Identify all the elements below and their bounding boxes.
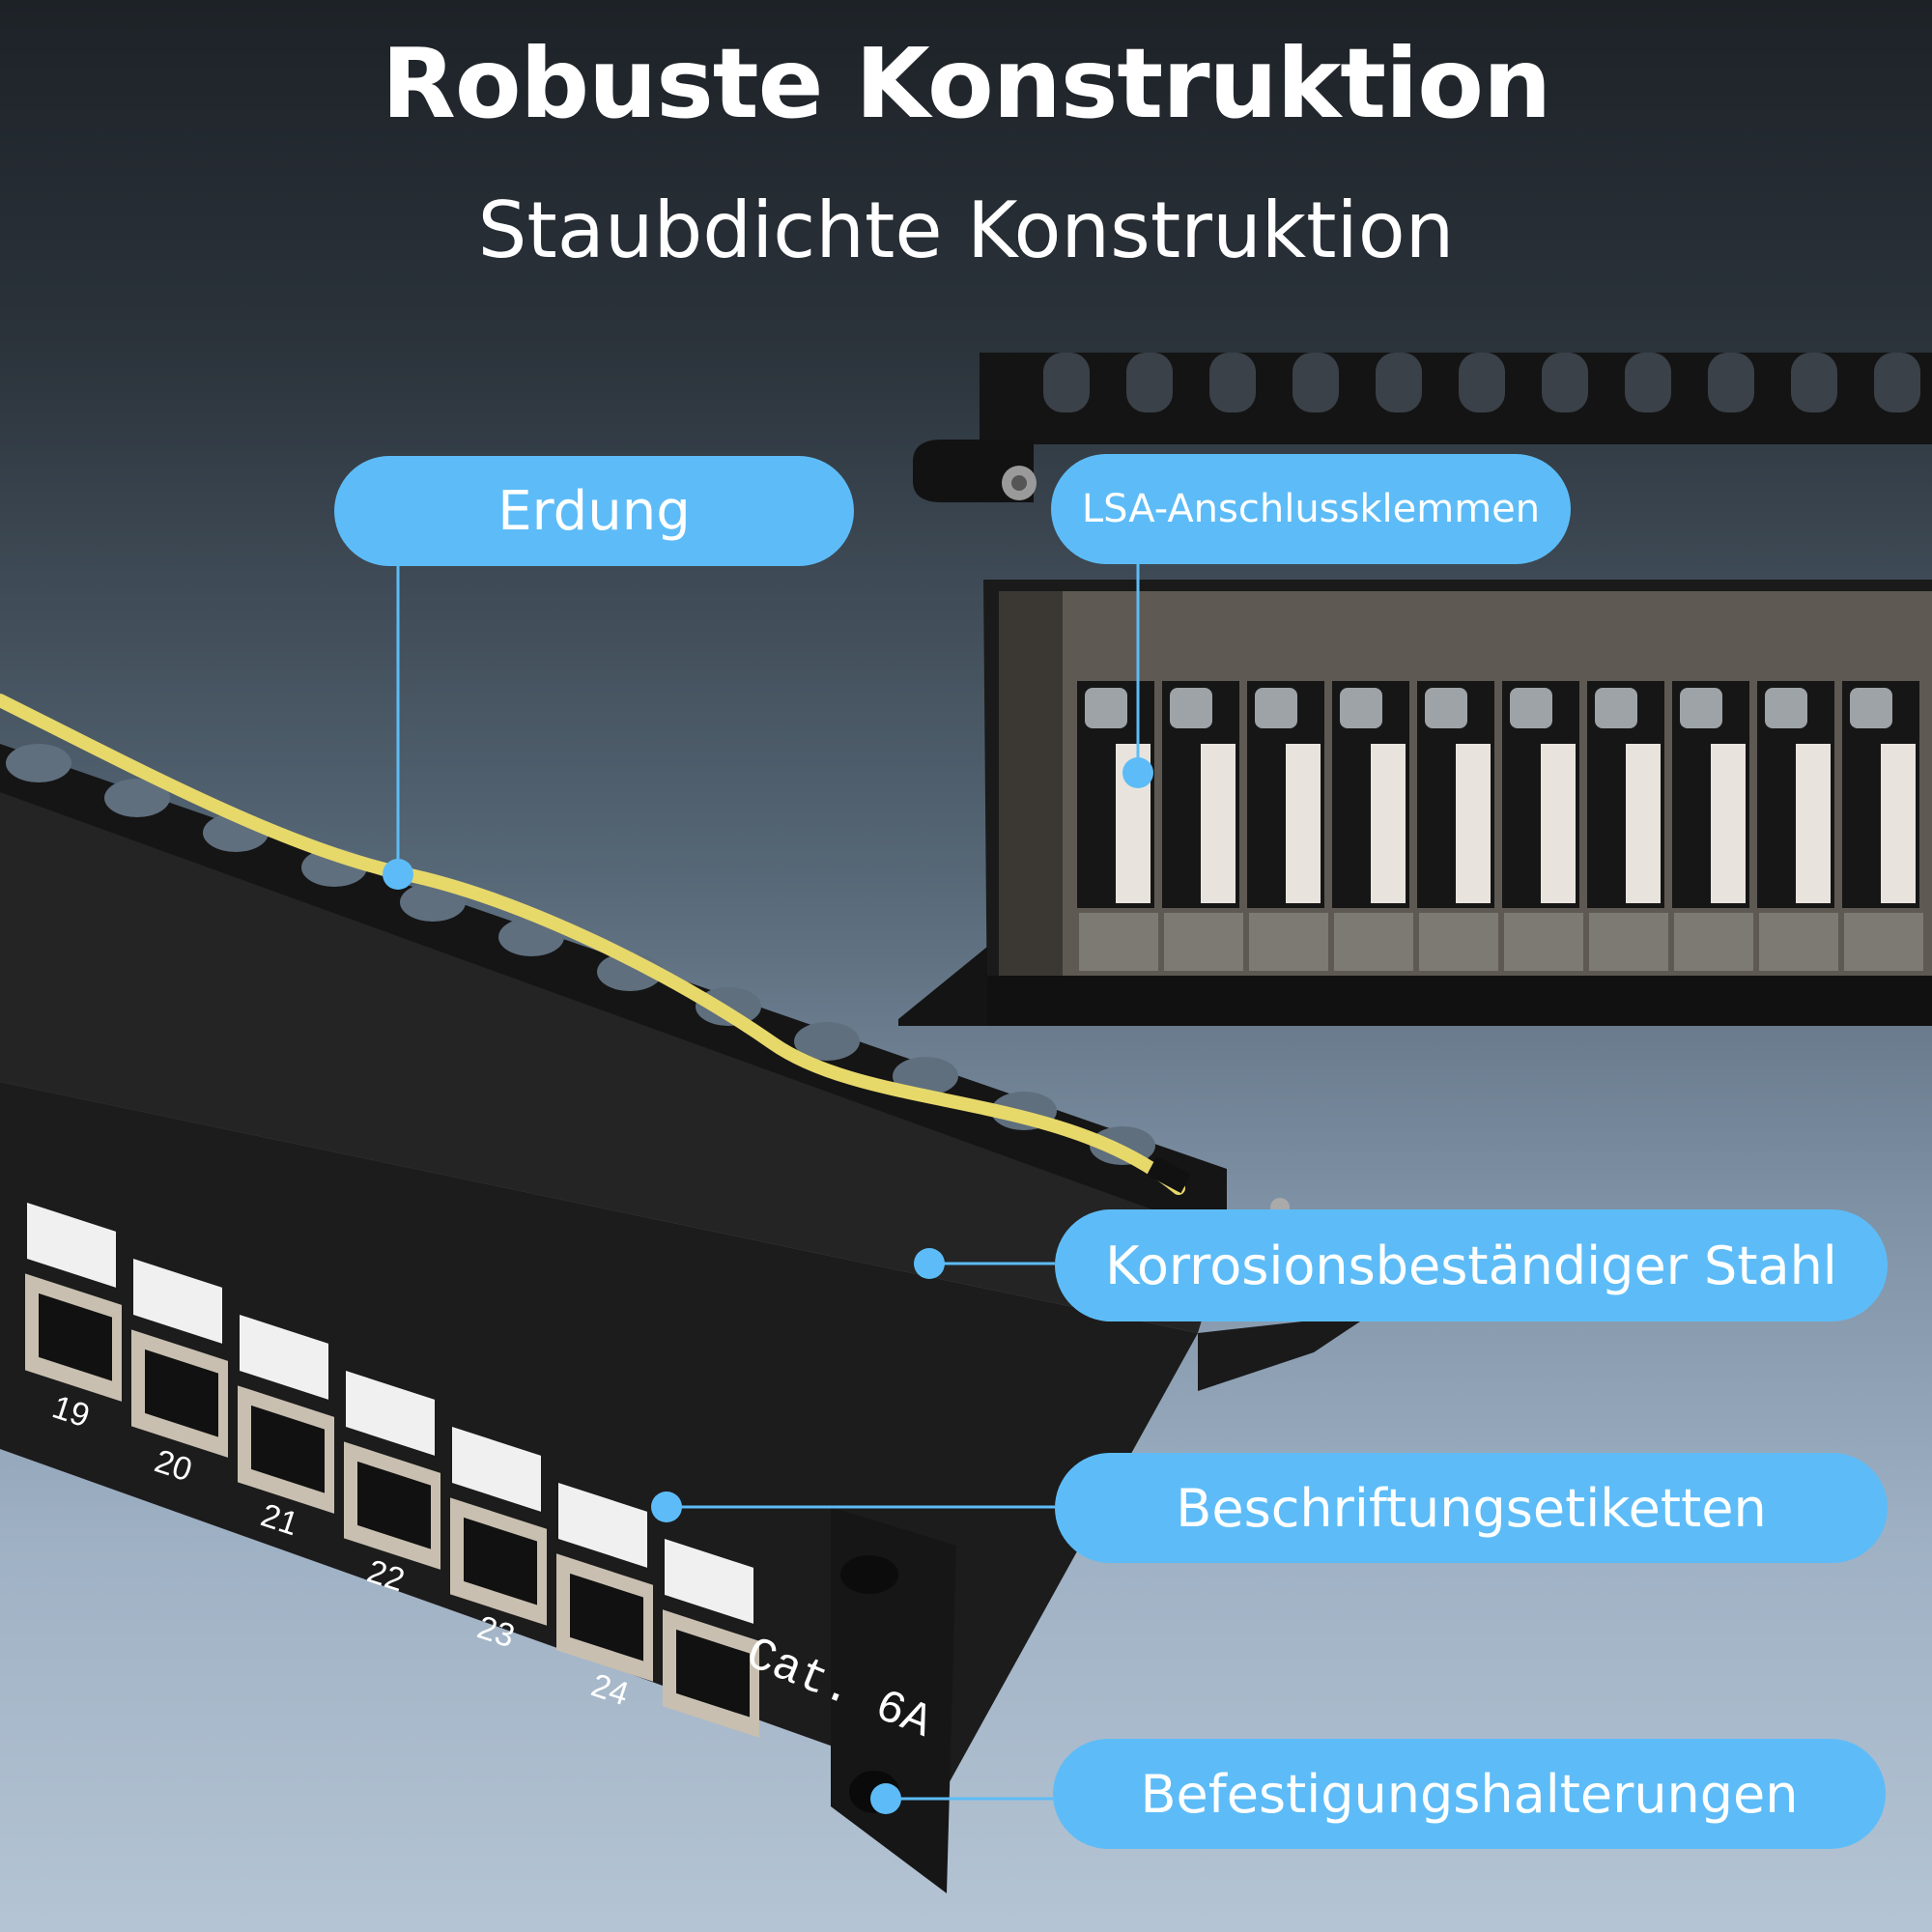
page-subtitle: Staubdichte Konstruktion bbox=[477, 185, 1455, 275]
front-patch-panel: 19 20 21 22 23 24 Cat. 6A bbox=[0, 694, 1372, 1893]
callout-label-strips: Beschriftungsetiketten bbox=[1055, 1453, 1888, 1563]
callout-leaders bbox=[383, 564, 1153, 1814]
callout-corrosion-resistant-steel: Korrosionsbeständiger Stahl bbox=[1055, 1209, 1888, 1321]
callout-mounting-brackets: Befestigungshalterungen bbox=[1053, 1739, 1886, 1849]
callout-grounding: Erdung bbox=[334, 456, 854, 566]
port-number-24: 24 bbox=[587, 1666, 634, 1713]
rear-panel-module bbox=[898, 353, 1932, 1026]
callout-lsa-terminals: LSA-Anschlussklemmen bbox=[1051, 454, 1571, 564]
page-title: Robuste Konstruktion bbox=[381, 27, 1551, 140]
